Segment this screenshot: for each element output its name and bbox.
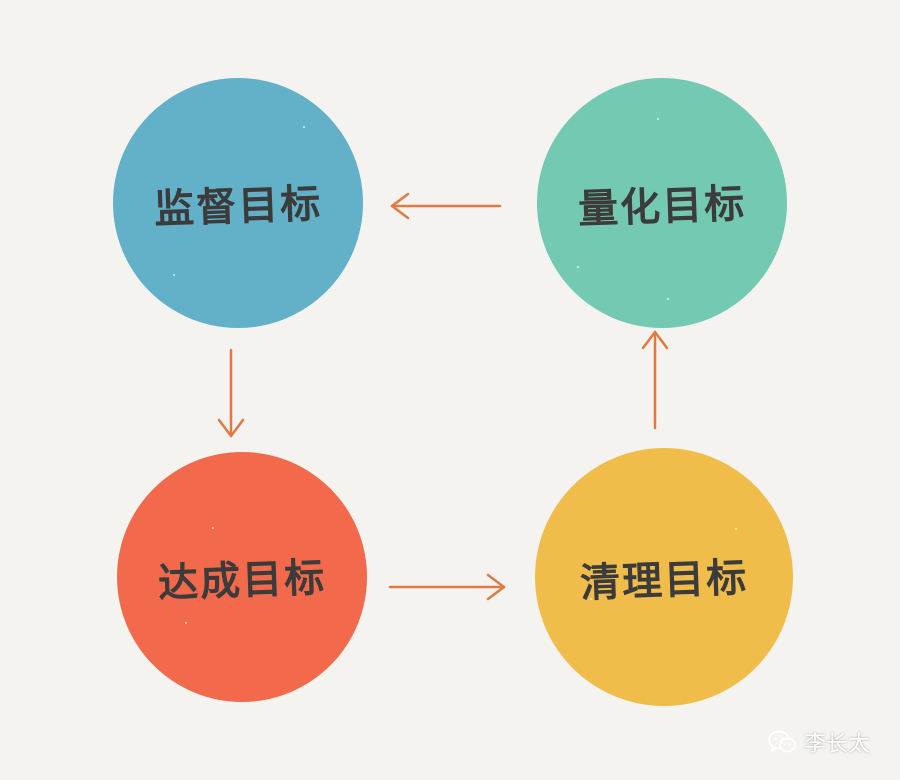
- arrow-clear-to-quantify: [641, 330, 669, 430]
- node-monitor-goal: 监督目标: [113, 78, 363, 328]
- watermark-text: 李长太: [803, 732, 870, 757]
- arrow-monitor-to-achieve: [217, 348, 245, 438]
- speck: [577, 266, 579, 268]
- node-achieve-goal: 达成目标: [117, 452, 367, 702]
- speck: [657, 118, 659, 120]
- speck: [667, 298, 669, 300]
- arrow-quantify-to-monitor: [390, 192, 502, 220]
- node-quantify-goal: 量化目标: [537, 78, 787, 328]
- arrow-achieve-to-clear: [388, 573, 506, 601]
- speck: [590, 598, 592, 600]
- speck: [173, 274, 175, 276]
- node-clear-goal: 清理目标: [535, 448, 793, 706]
- speck: [185, 622, 187, 624]
- wechat-icon: [768, 730, 796, 753]
- speck: [735, 528, 737, 530]
- speck: [303, 126, 305, 128]
- watermark: 李长太: [768, 726, 870, 758]
- speck: [212, 527, 214, 529]
